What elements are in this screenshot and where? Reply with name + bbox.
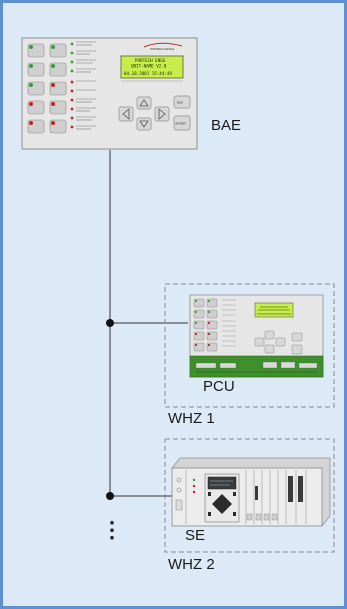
bae-device: PORTECH ENGG PORTECH ENGG UNIT-NAME V2.0… (21, 37, 198, 150)
bae-lcd (120, 55, 184, 79)
whz1-zone (164, 283, 335, 408)
bae-esc-label: ESC (177, 101, 184, 105)
whz2-zone (164, 438, 335, 553)
bae-enter-key (173, 115, 191, 131)
bae-esc-key (173, 95, 191, 109)
whz1-label: WHZ 1 (168, 410, 215, 427)
pcu-label: PCU (203, 378, 235, 395)
junction-dot-whz2 (106, 492, 114, 500)
bae-lcd-line3: 04.10.2001 15:44:49 (124, 71, 172, 76)
bae-left-arrow-icon (122, 108, 130, 120)
bae-label: BAE (211, 117, 242, 134)
bae-brand-text: PORTECH ENGG (150, 47, 175, 51)
se-label: SE (185, 527, 206, 544)
bae-up-arrow-icon (139, 99, 149, 107)
whz2-label: WHZ 2 (168, 556, 215, 573)
pcu-device (189, 294, 324, 378)
bae-lcd-line1: PORTECH ENGG (135, 58, 166, 63)
bae-right-arrow-icon (158, 108, 166, 120)
bae-down-arrow-icon (139, 120, 149, 128)
more-zones-ellipsis: ⋮ (101, 517, 123, 542)
bae-lcd-line2: UNIT-NAME V2.0 (131, 64, 167, 69)
se-nav-diamond (212, 494, 232, 514)
se-device (171, 457, 331, 527)
bae-enter-label: ENTER (176, 122, 187, 126)
junction-dot-whz1 (106, 319, 114, 327)
